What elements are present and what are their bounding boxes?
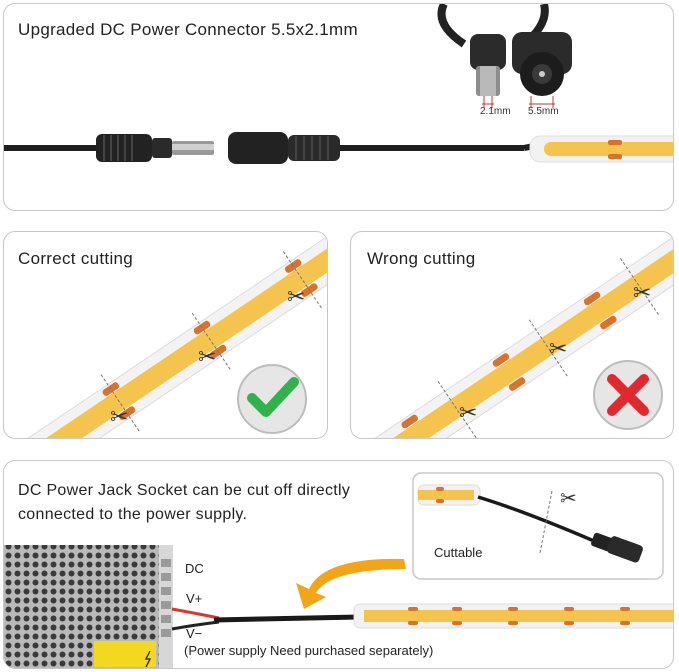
headline-line2: connected to the power supply. (18, 506, 248, 523)
dim-outer-label: 5.5mm (528, 106, 559, 117)
scissors-icon: ✂ ✂ ✂ (459, 280, 651, 425)
wrong-strip-illustration: ✂ ✂ ✂ (351, 232, 673, 438)
svg-text:✂: ✂ (549, 336, 567, 361)
connector-title: Upgraded DC Power Connector 5.5x2.1mm (18, 20, 358, 39)
scissors-icon: ✂ ✂ ✂ (110, 284, 305, 429)
correct-strip-illustration: ✂ ✂ ✂ (4, 232, 327, 438)
connector-illustration (4, 4, 673, 164)
power-supply-illustration: ✂ (4, 472, 673, 668)
check-icon (247, 377, 299, 417)
correct-cutting-panel: ✂ ✂ ✂ Correct cutting (3, 231, 328, 439)
vplus-label: V+ (186, 591, 203, 606)
wrong-cutting-panel: ✂ ✂ ✂ Wrong cutting (350, 231, 674, 439)
power-supply-note: (Power supply Need purchased separately) (184, 643, 434, 658)
correct-cutting-title: Correct cutting (18, 249, 134, 268)
arrow-icon (296, 558, 406, 609)
svg-text:✂: ✂ (110, 404, 128, 429)
svg-text:✂: ✂ (198, 344, 216, 369)
plug-closeup-icon (437, 4, 572, 108)
scissors-icon: ✂ (560, 488, 577, 510)
dc-label: DC (185, 561, 204, 576)
svg-text:✂: ✂ (459, 400, 477, 425)
power-supply-panel: ✂ DC Power Jack Socket can be cut off di… (3, 460, 674, 669)
svg-text:✂: ✂ (633, 280, 651, 305)
svg-text:✂: ✂ (287, 284, 305, 309)
cuttable-label: Cuttable (434, 545, 483, 560)
vminus-label: V− (186, 626, 203, 641)
wrong-cutting-title: Wrong cutting (367, 249, 476, 268)
dim-inner-label: 2.1mm (480, 106, 511, 117)
headline-line1: DC Power Jack Socket can be cut off dire… (18, 482, 351, 499)
connector-panel: Upgraded DC Power Connector 5.5x2.1mm 2.… (3, 3, 674, 211)
cross-icon (607, 374, 649, 416)
